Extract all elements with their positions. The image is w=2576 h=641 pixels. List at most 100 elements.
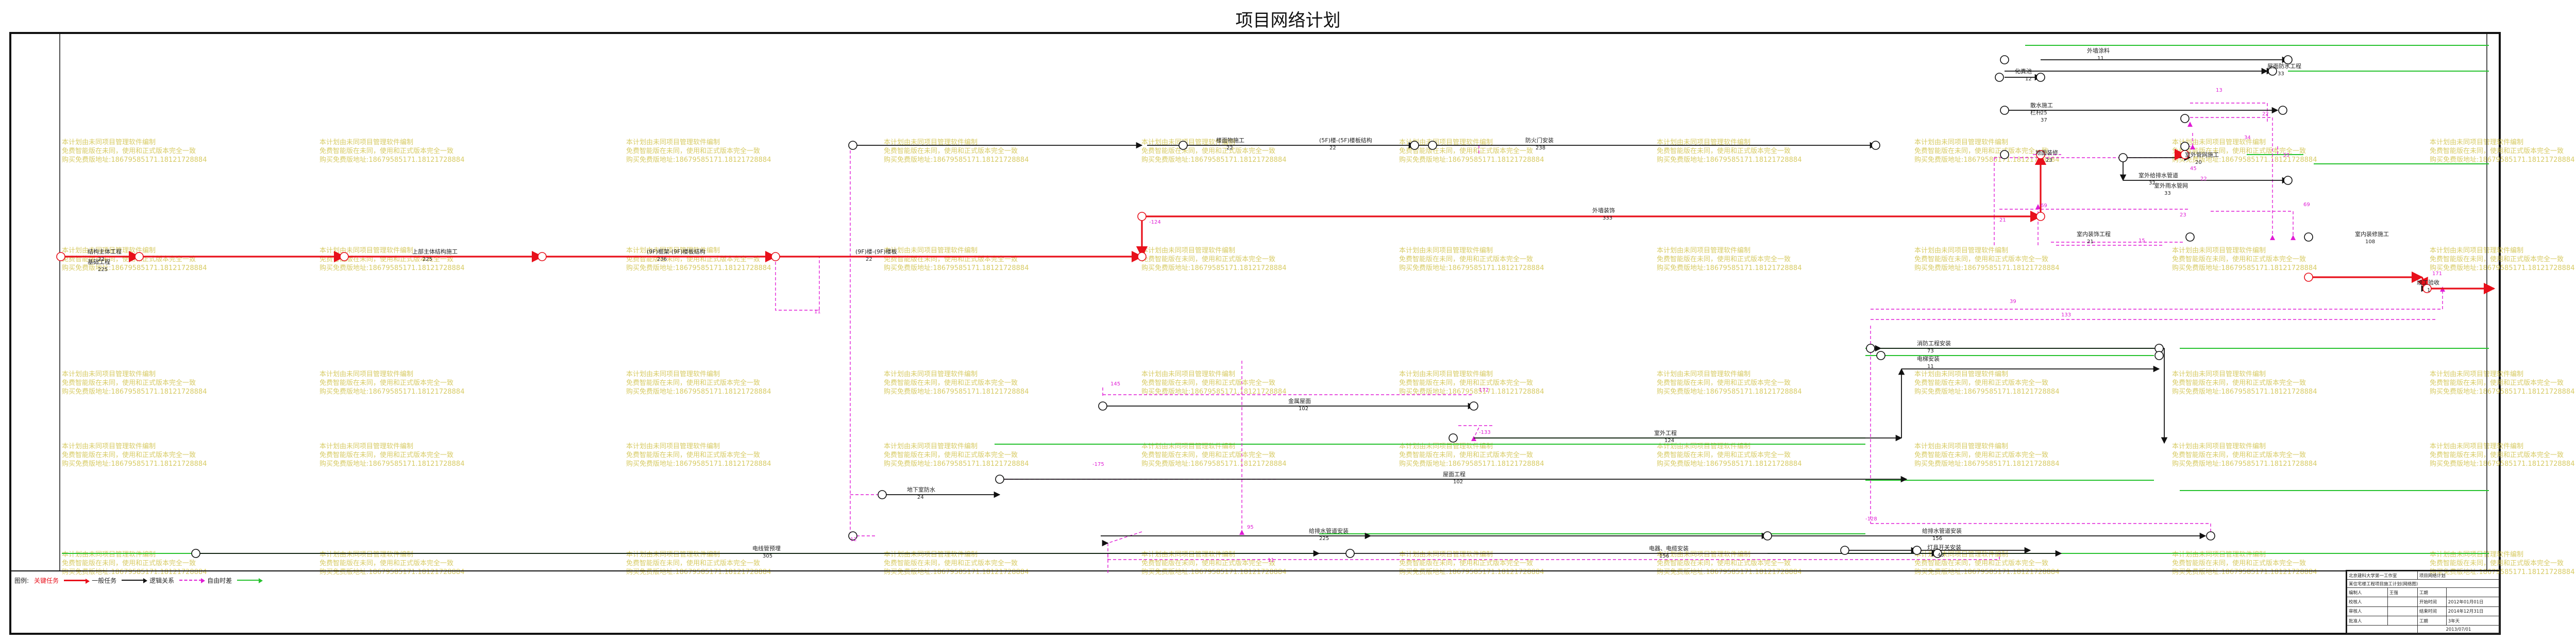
task-duration-label: 1	[2427, 288, 2430, 293]
event-node	[1995, 73, 2004, 82]
task-duration-label: 225	[98, 267, 108, 273]
legend-item-normal: 一般任务	[92, 577, 117, 584]
lag-label: 69	[2041, 203, 2047, 209]
lag-label: 145	[1110, 381, 1120, 387]
event-node	[1763, 531, 1772, 541]
task-name-label: 屋面工程	[1443, 471, 1466, 478]
lag-label: 45	[2190, 166, 2197, 172]
task-name-label: 防火门安装	[1525, 137, 1554, 144]
lag-label: 22	[2200, 176, 2207, 182]
title-block-table: 北京建科大学第一工作室 项目网络计划 某住宅楼工程项目施工计划(网络图) 编制人…	[2347, 571, 2500, 634]
watermark-text: 本计划由未同项目管理软件编制 免费智能版在未同，使用和正式版本完全一致 购买免费…	[1399, 370, 1544, 396]
tb-org: 北京建科大学第一工作室	[2347, 571, 2418, 580]
lag-label: 33	[2283, 153, 2289, 158]
watermark-text: 本计划由未同项目管理软件编制 免费智能版在未同，使用和正式版本完全一致 购买免费…	[319, 551, 465, 576]
legend-critical-line	[64, 578, 90, 584]
task-duration-label: 333	[1603, 215, 1612, 221]
task-name-label: 灯具开关安装	[1927, 544, 1961, 551]
lag-label: -133	[1479, 430, 1491, 435]
watermark-text: 本计划由未同项目管理软件编制 免费智能版在未同，使用和正式版本完全一致 购买免费…	[62, 139, 207, 164]
task-name-label: 电线管预埋	[752, 545, 781, 552]
task-name-label: 消防工程安装	[1917, 340, 1951, 347]
event-node	[2036, 212, 2045, 221]
task-duration-label: 43	[1938, 552, 1944, 558]
event-node	[2304, 273, 2313, 282]
task-duration-label: 24	[917, 495, 924, 500]
task-name-label: 外墙装饰	[1592, 207, 1615, 214]
event-node	[2283, 55, 2293, 64]
logic-arrowhead	[2291, 235, 2296, 240]
task-name-label: 地下室防水	[907, 486, 935, 493]
watermark-text: 本计划由未同项目管理软件编制 免费智能版在未同，使用和正式版本完全一致 购买免费…	[1141, 247, 1287, 272]
event-node	[2304, 232, 2313, 242]
watermark-text: 本计划由未同项目管理软件编制 免费智能版在未同，使用和正式版本完全一致 购买免费…	[626, 443, 771, 468]
lag-label: 23	[2180, 212, 2186, 218]
watermark-text: 本计划由未同项目管理软件编制 免费智能版在未同，使用和正式版本完全一致 购买免费…	[2430, 139, 2575, 164]
tb-project: 某住宅楼工程项目施工计划(网络图)	[2347, 579, 2500, 588]
tb-cell: 2012年01月01日	[2446, 597, 2500, 607]
event-node	[2422, 284, 2432, 293]
tb-date: 2013/07/01	[2417, 625, 2500, 634]
logic-link	[2190, 117, 2273, 237]
tb-cell: 工期	[2417, 587, 2447, 598]
watermark-text: 本计划由未同项目管理软件编制 免费智能版在未同，使用和正式版本完全一致 购买免费…	[1141, 551, 1287, 576]
event-node	[2036, 150, 2045, 159]
task-name-label: 室外管网施工	[2185, 151, 2219, 158]
watermark-text: 本计划由未同项目管理软件编制 免费智能版在未同，使用和正式版本完全一致 购买免费…	[884, 370, 1029, 396]
task-name-label: 地面装修	[2035, 149, 2058, 156]
logic-link	[775, 257, 820, 311]
watermark-text: 本计划由未同项目管理软件编制 免费智能版在未同，使用和正式版本完全一致 购买免费…	[319, 443, 465, 468]
task-duration-label: 22	[98, 257, 105, 262]
watermark-text: 本计划由未同项目管理软件编制 免费智能版在未同，使用和正式版本完全一致 购买免费…	[1399, 247, 1544, 272]
event-node	[1345, 549, 1355, 558]
task-name-label: (9F)楼-(9F)楼板	[855, 248, 897, 255]
event-node	[1866, 344, 1875, 353]
logic-arrowhead	[1471, 436, 1476, 441]
task-duration-label: 25	[2041, 110, 2047, 116]
logic-arrowhead	[1239, 530, 1244, 535]
event-node	[2278, 106, 2287, 115]
event-nodes	[56, 55, 2432, 558]
tb-cell	[2446, 587, 2500, 598]
task-name-label: 楼面物施工	[1216, 137, 1244, 144]
task-name-label: 化粪池	[2015, 68, 2032, 75]
logic-link	[1989, 158, 1995, 217]
task-duration-label: 236	[657, 257, 667, 262]
event-node	[878, 490, 887, 499]
task-duration-label: 33	[2278, 71, 2284, 77]
event-node	[2000, 106, 2009, 115]
task-duration-label: 11	[2097, 56, 2104, 61]
tb-cell	[2387, 597, 2418, 607]
tb-cell: 3年天	[2446, 616, 2500, 626]
tb-cell: 工期	[2417, 616, 2447, 626]
title-block: 北京建科大学第一工作室 项目网络计划 某住宅楼工程项目施工计划(网络图) 编制人…	[2346, 570, 2500, 634]
task-labels: 结构主体工程22基础工程225外墙装饰333上部主体结构施工225(9F)框架-…	[88, 47, 2442, 563]
watermark-text: 本计划由未同项目管理软件编制 免费智能版在未同，使用和正式版本完全一致 购买免费…	[1914, 139, 2060, 164]
event-node	[995, 475, 1004, 484]
watermark-text: 本计划由未同项目管理软件编制 免费智能版在未同，使用和正式版本完全一致 购买免费…	[1399, 551, 1544, 576]
lag-label: 34	[2244, 135, 2251, 141]
task-name-label: 外墙涂料	[2087, 47, 2110, 54]
event-node	[2185, 232, 2195, 242]
lag-label: 39	[2010, 299, 2016, 305]
event-node	[1912, 546, 1922, 555]
watermark-text: 本计划由未同项目管理软件编制 免费智能版在未同，使用和正式版本完全一致 购买免费…	[1399, 139, 1544, 164]
watermark-text: 本计划由未同项目管理软件编制 免费智能版在未同，使用和正式版本完全一致 购买免费…	[1657, 139, 1802, 164]
logic-link	[2190, 103, 2268, 124]
watermark-text: 本计划由未同项目管理软件编制 免费智能版在未同，使用和正式版本完全一致 购买免费…	[1657, 443, 1802, 468]
task-duration-label: 33	[2164, 191, 2171, 196]
event-node	[1840, 546, 1849, 555]
watermark-text: 本计划由未同项目管理软件编制 免费智能版在未同，使用和正式版本完全一致 购买免费…	[319, 370, 465, 396]
task-duration-label: 102	[1453, 479, 1463, 485]
task-name-label: 室内装修施工	[2355, 230, 2389, 238]
watermark-text: 本计划由未同项目管理软件编制 免费智能版在未同，使用和正式版本完全一致 购买免费…	[2430, 247, 2575, 272]
task-duration-label: 156	[1659, 553, 1669, 559]
lag-label: 21	[1999, 217, 2006, 223]
watermark-text: 本计划由未同项目管理软件编制 免费智能版在未同，使用和正式版本完全一致 购买免费…	[626, 139, 771, 164]
task-duration-label: 73	[1927, 348, 1934, 354]
logic-link	[1108, 553, 2000, 560]
event-node	[1876, 351, 1885, 360]
task-name-label: 上部主体结构施工	[412, 248, 458, 255]
task-duration-label: 305	[763, 553, 772, 559]
event-node	[1178, 141, 1188, 150]
